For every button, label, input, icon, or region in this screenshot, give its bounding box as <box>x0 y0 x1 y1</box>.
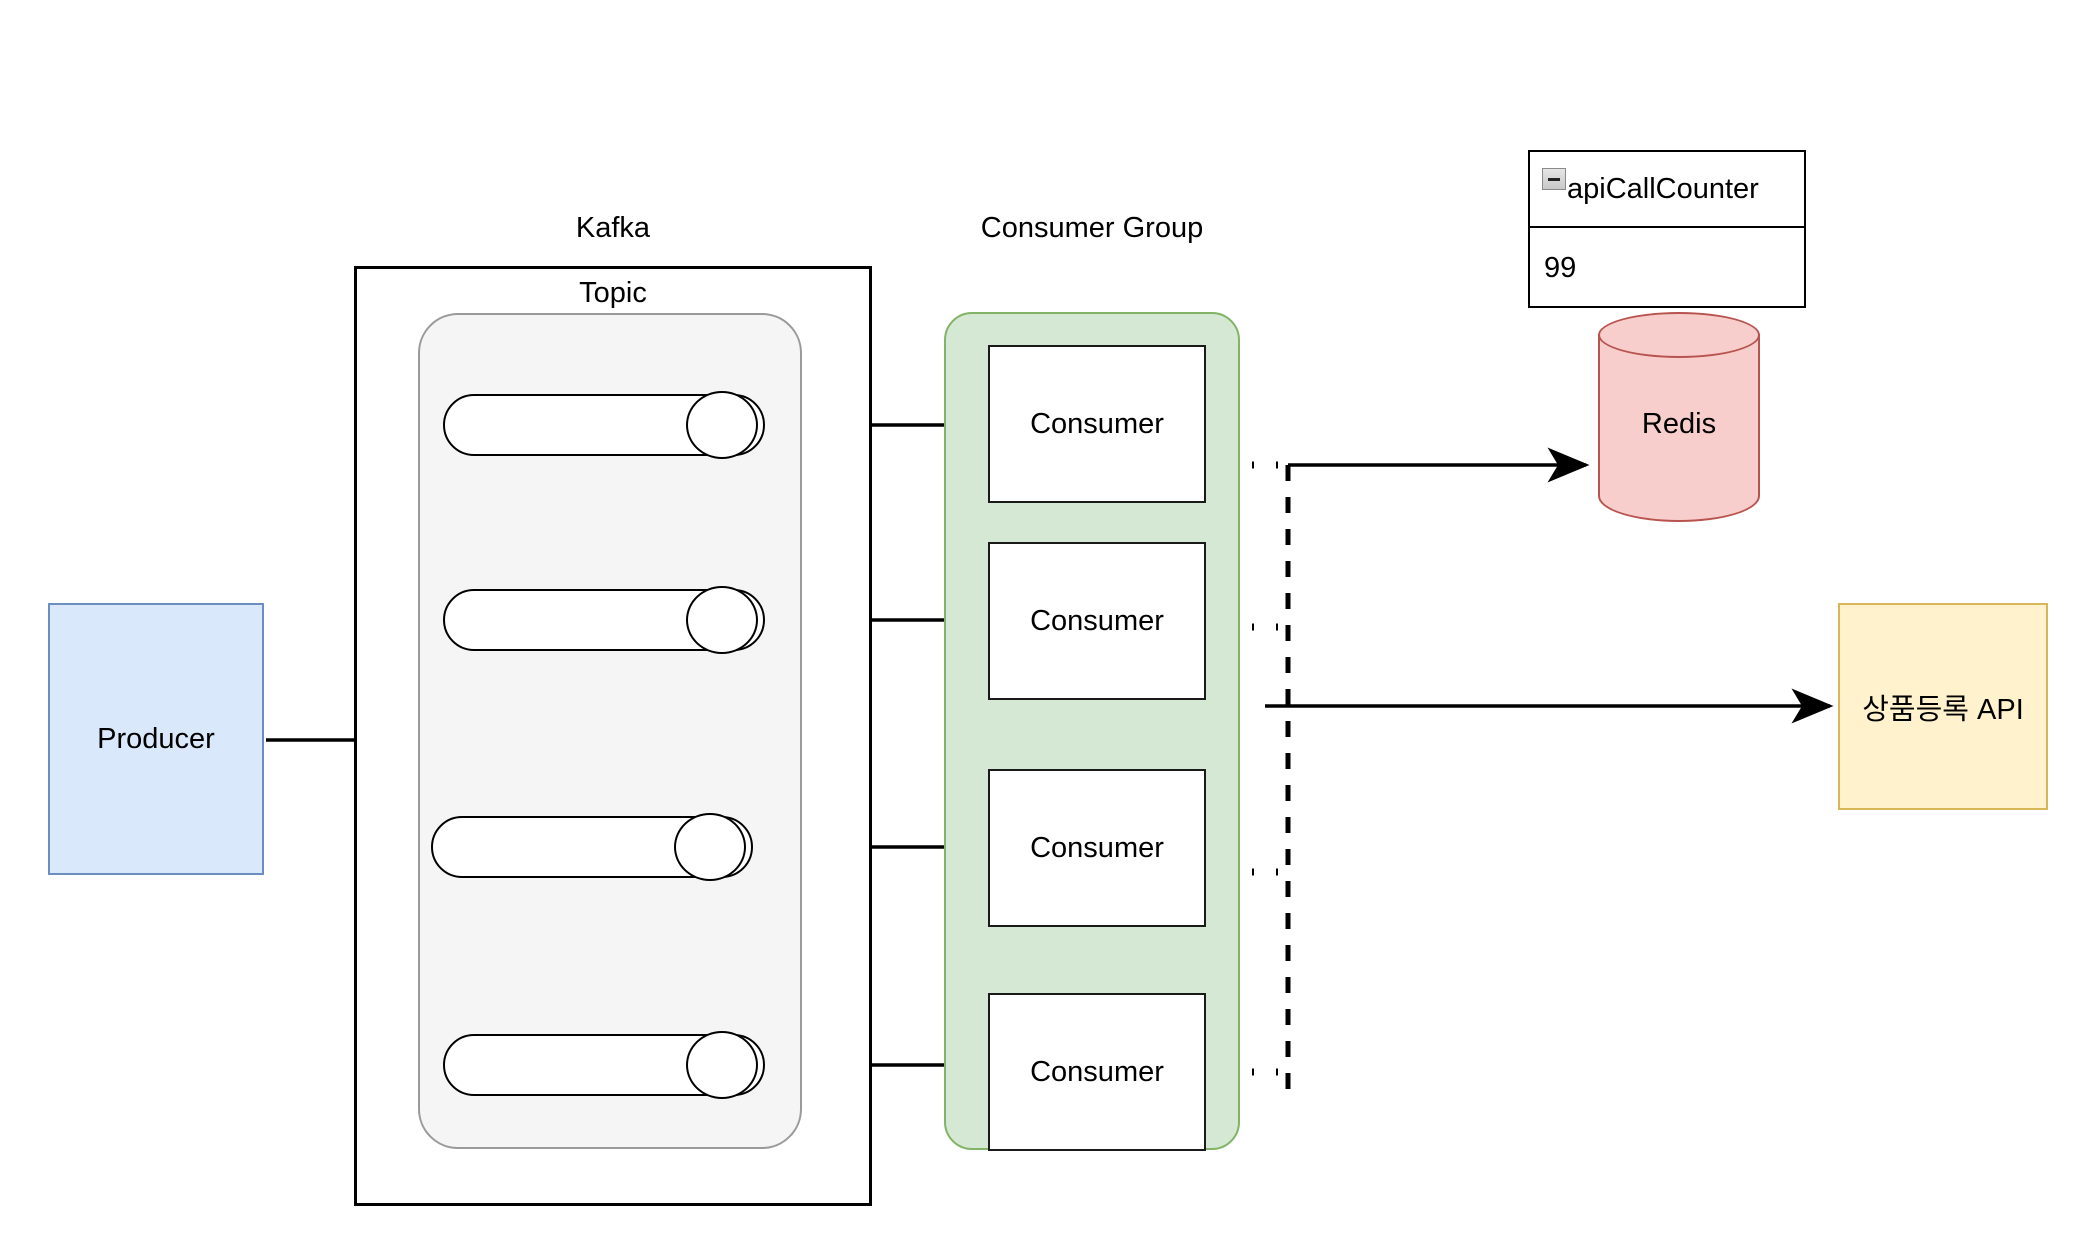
consumer-group-title: Consumer Group <box>980 212 1204 244</box>
api-call-counter-note[interactable]: apiCallCounter 99 <box>1528 150 1806 308</box>
consumer-3[interactable]: Consumer <box>988 769 1206 927</box>
partition-2-offset-marker[interactable] <box>686 586 758 654</box>
consumer-2[interactable]: Consumer <box>988 542 1206 700</box>
producer-label: Producer <box>97 722 215 755</box>
consumer-4-label: Consumer <box>1030 1055 1164 1088</box>
product-registration-api-node[interactable]: 상품등록 API <box>1838 603 2048 810</box>
api-call-counter-name: apiCallCounter <box>1567 172 1759 205</box>
producer-node[interactable]: Producer <box>48 603 264 875</box>
consumer-1-label: Consumer <box>1030 407 1164 440</box>
consumer-2-label: Consumer <box>1030 604 1164 637</box>
partition-4-offset-marker[interactable] <box>686 1031 758 1099</box>
redis-cylinder-body <box>1598 334 1760 522</box>
kafka-title: Kafka <box>575 212 651 244</box>
redis-cylinder-top <box>1598 312 1760 358</box>
api-call-counter-value: 99 <box>1544 251 1577 284</box>
minus-square-icon[interactable] <box>1542 168 1566 190</box>
partition-1-offset-marker[interactable] <box>686 391 758 459</box>
redis-node[interactable]: Redis <box>1598 312 1760 522</box>
partition-3-offset-marker[interactable] <box>674 813 746 881</box>
consumer-3-label: Consumer <box>1030 831 1164 864</box>
topic-title: Topic <box>579 277 647 309</box>
api-call-counter-header: apiCallCounter <box>1530 152 1804 228</box>
redis-label: Redis <box>1641 408 1717 440</box>
api-label: 상품등록 API <box>1862 693 2024 726</box>
consumer-1[interactable]: Consumer <box>988 345 1206 503</box>
consumer-4[interactable]: Consumer <box>988 993 1206 1151</box>
